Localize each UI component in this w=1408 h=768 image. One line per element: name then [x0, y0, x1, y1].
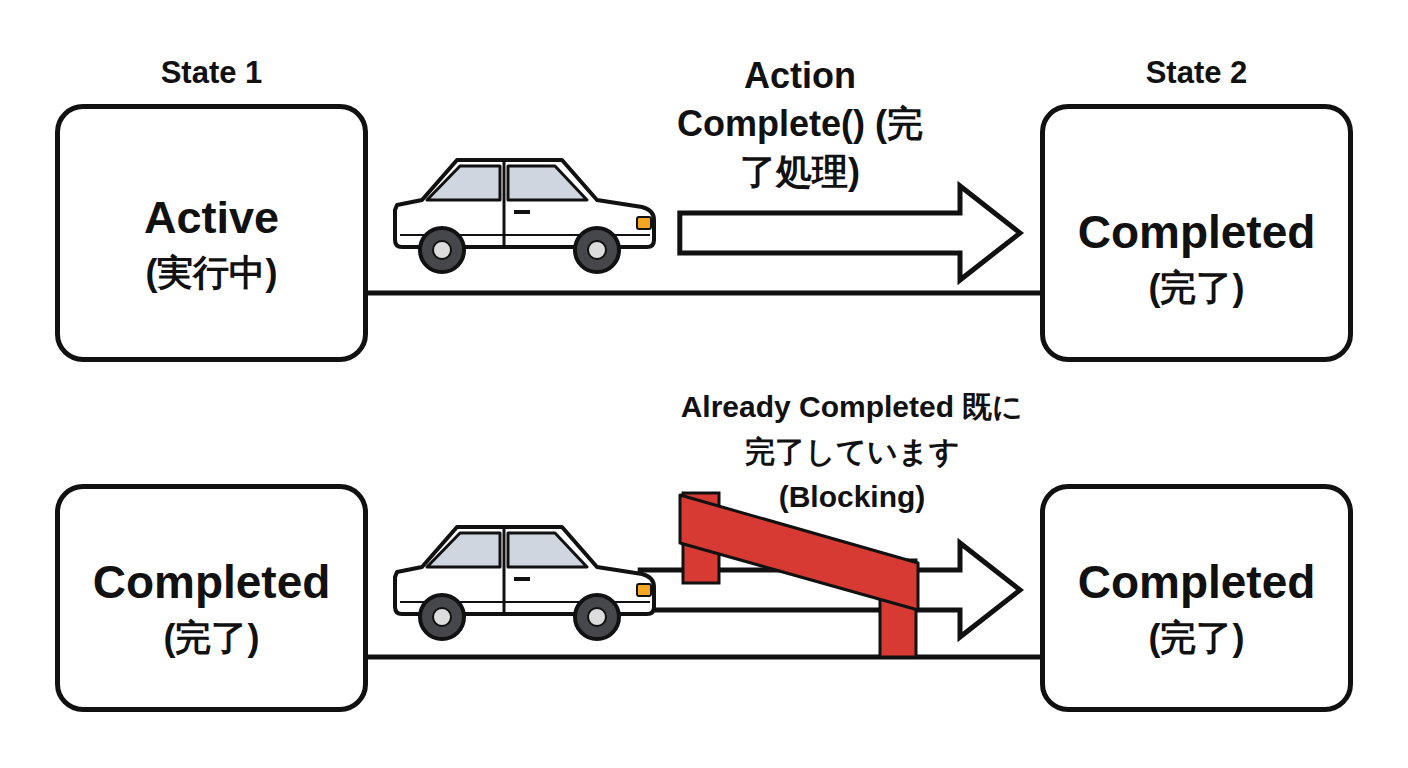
state-text: (完了)	[1025, 616, 1368, 659]
state-text: (完了)	[1025, 266, 1368, 309]
state-text: Completed	[40, 555, 383, 610]
state-text: Completed	[1025, 555, 1368, 610]
state-text: Completed	[1025, 205, 1368, 260]
state-text: (完了)	[40, 616, 383, 659]
state-box: Completed(完了)	[1040, 484, 1353, 712]
state-box: Completed(完了)	[55, 484, 368, 712]
car-illustration	[395, 527, 654, 639]
state-heading: State 1	[40, 54, 383, 91]
transition-label: Already Completed 既に完了しています (Blocking)	[677, 384, 1027, 519]
state-heading: State 2	[1025, 54, 1368, 91]
state-box: State 1Active(実行中)	[55, 104, 368, 362]
state-text: (実行中)	[40, 251, 383, 294]
barrier-gate	[680, 493, 918, 657]
transition-label: Action Complete() (完了処理)	[670, 52, 930, 196]
car-illustration	[395, 160, 654, 272]
state-box: State 2Completed(完了)	[1040, 104, 1353, 362]
state-text: Active	[40, 191, 383, 245]
